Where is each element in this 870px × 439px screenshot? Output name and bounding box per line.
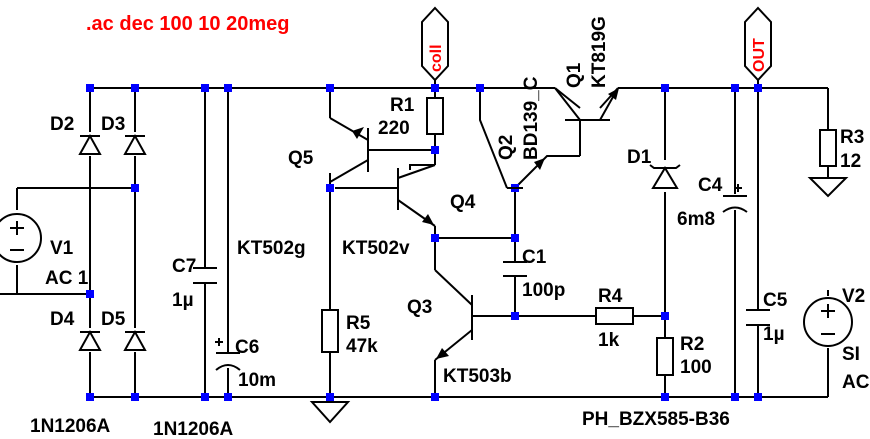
capacitor-c1[interactable]	[503, 261, 527, 277]
q3-name: Q3	[407, 297, 432, 318]
voltage-source-v1[interactable]	[0, 213, 42, 263]
capacitor-c7[interactable]	[193, 267, 217, 284]
r4-name: R4	[598, 286, 623, 307]
q4-name: Q4	[450, 192, 476, 213]
c1-value: 100p	[522, 280, 565, 301]
q5-name: Q5	[288, 148, 314, 169]
transistor-q3[interactable]	[434, 269, 473, 361]
bridge-model-label-a: 1N1206A	[30, 416, 111, 437]
diode-d2[interactable]	[78, 132, 102, 156]
c4-value: 6m8	[677, 209, 715, 230]
q5-model: KT502g	[237, 238, 306, 259]
transistor-q2[interactable]	[507, 158, 545, 189]
q1-model: KT819G	[589, 16, 610, 88]
transistor-q5[interactable]	[329, 117, 369, 183]
r1-value: 220	[378, 118, 410, 139]
v1-value: AC 1	[45, 268, 89, 289]
c5-value: 1µ	[763, 324, 785, 345]
d4-label: D4	[50, 309, 75, 330]
net-flag-out[interactable]: OUT	[744, 6, 772, 82]
c5-name: C5	[763, 290, 788, 311]
c7-name: C7	[172, 256, 196, 277]
r3-value: 12	[840, 151, 861, 172]
zener-diode-d1[interactable]	[649, 160, 681, 192]
resistor-r1[interactable]	[426, 97, 444, 135]
c1-name: C1	[522, 247, 547, 268]
junctions	[86, 84, 762, 401]
d1-name: D1	[627, 147, 652, 168]
spice-directive[interactable]: .ac dec 100 10 20meg	[86, 13, 289, 35]
r1-name: R1	[390, 95, 415, 116]
c6-name: C6	[235, 337, 259, 358]
ground-symbol	[309, 401, 351, 424]
r2-name: R2	[680, 334, 704, 355]
capacitor-c4[interactable]	[722, 184, 748, 213]
v2-value-line2: AC	[842, 372, 870, 393]
r5-value: 47k	[346, 336, 378, 357]
q1-name: Q1	[564, 62, 585, 88]
net-flag-out-label: OUT	[751, 38, 768, 72]
resistor-r3[interactable]	[819, 129, 837, 167]
c6-value: 10m	[238, 370, 276, 391]
d5-label: D5	[101, 309, 126, 330]
voltage-source-v2[interactable]	[803, 290, 853, 347]
net-flag-coll-label: coll	[428, 44, 445, 72]
resistor-r5[interactable]	[321, 309, 339, 353]
r3-name: R3	[840, 127, 864, 148]
net-flag-coll[interactable]: coll	[421, 6, 449, 82]
transistor-q1[interactable]	[554, 87, 619, 121]
d3-label: D3	[101, 114, 125, 135]
transistor-q4[interactable]	[397, 164, 436, 227]
capacitor-c5[interactable]	[746, 309, 770, 326]
r4-value: 1k	[598, 330, 620, 351]
c4-name: C4	[698, 175, 723, 196]
bridge-model-label-b: 1N1206A	[153, 419, 234, 439]
diode-d5[interactable]	[123, 328, 147, 352]
diode-d4[interactable]	[78, 328, 102, 352]
zener-model: PH_BZX585-B36	[582, 409, 730, 430]
r2-value: 100	[680, 357, 712, 378]
resistor-r2[interactable]	[656, 337, 674, 376]
q3-model: KT503b	[443, 366, 512, 387]
q2-model: BD139_C	[521, 76, 542, 160]
diode-d3[interactable]	[123, 132, 147, 156]
capacitor-c6[interactable]	[215, 338, 241, 371]
v2-value-line1: SI	[842, 344, 860, 365]
ground-symbol-r3	[807, 177, 849, 198]
d2-label: D2	[50, 114, 74, 135]
resistor-r4[interactable]	[595, 307, 634, 325]
v1-name: V1	[50, 238, 74, 259]
v2-name: V2	[842, 286, 865, 307]
q2-name: Q2	[496, 135, 517, 160]
c7-value: 1µ	[172, 290, 194, 311]
q4-model: KT502v	[342, 238, 410, 259]
r5-name: R5	[346, 313, 371, 334]
